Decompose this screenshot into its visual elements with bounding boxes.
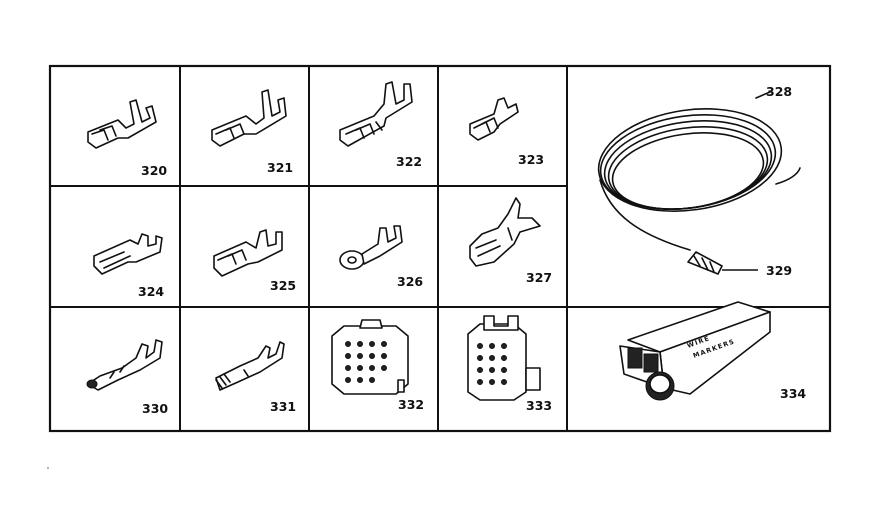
terminal-324-drawing bbox=[93, 233, 163, 275]
connector-333-holes bbox=[477, 343, 507, 385]
part-label-320: 320 bbox=[141, 163, 167, 178]
part-label-321: 321 bbox=[267, 160, 293, 175]
part-label-334: 334 bbox=[780, 386, 806, 401]
part-label-322: 322 bbox=[396, 154, 422, 169]
connector-332-holes bbox=[345, 341, 387, 383]
grid-frame bbox=[48, 64, 832, 433]
terminal-321-drawing bbox=[211, 89, 287, 147]
socket-331-drawing bbox=[215, 341, 285, 391]
part-label-332: 332 bbox=[398, 397, 424, 412]
part-label-323: 323 bbox=[518, 152, 544, 167]
wire-tip-329-drawing bbox=[687, 251, 758, 275]
part-label-324: 324 bbox=[138, 284, 164, 299]
terminal-326-drawing bbox=[339, 225, 403, 270]
terminal-320-drawing bbox=[87, 99, 157, 149]
terminal-322-drawing bbox=[339, 81, 413, 147]
connector-332-drawing bbox=[331, 319, 409, 395]
wire-coil-328-drawing bbox=[597, 91, 801, 251]
part-label-328: 328 bbox=[766, 84, 792, 99]
part-label-327: 327 bbox=[526, 270, 552, 285]
connector-333-drawing bbox=[467, 315, 541, 401]
pin-330-drawing bbox=[86, 339, 163, 391]
part-label-325: 325 bbox=[270, 278, 296, 293]
part-label-326: 326 bbox=[397, 274, 423, 289]
terminal-327-drawing bbox=[469, 197, 541, 267]
wire-marker-box-334-drawing: WIRE MARKERS bbox=[619, 301, 771, 401]
terminal-323-drawing bbox=[469, 97, 519, 141]
terminal-325-drawing bbox=[213, 229, 283, 277]
part-label-329: 329 bbox=[766, 263, 792, 278]
scan-speck bbox=[47, 467, 49, 469]
part-label-333: 333 bbox=[526, 398, 552, 413]
part-label-331: 331 bbox=[270, 399, 296, 414]
part-label-330: 330 bbox=[142, 401, 168, 416]
